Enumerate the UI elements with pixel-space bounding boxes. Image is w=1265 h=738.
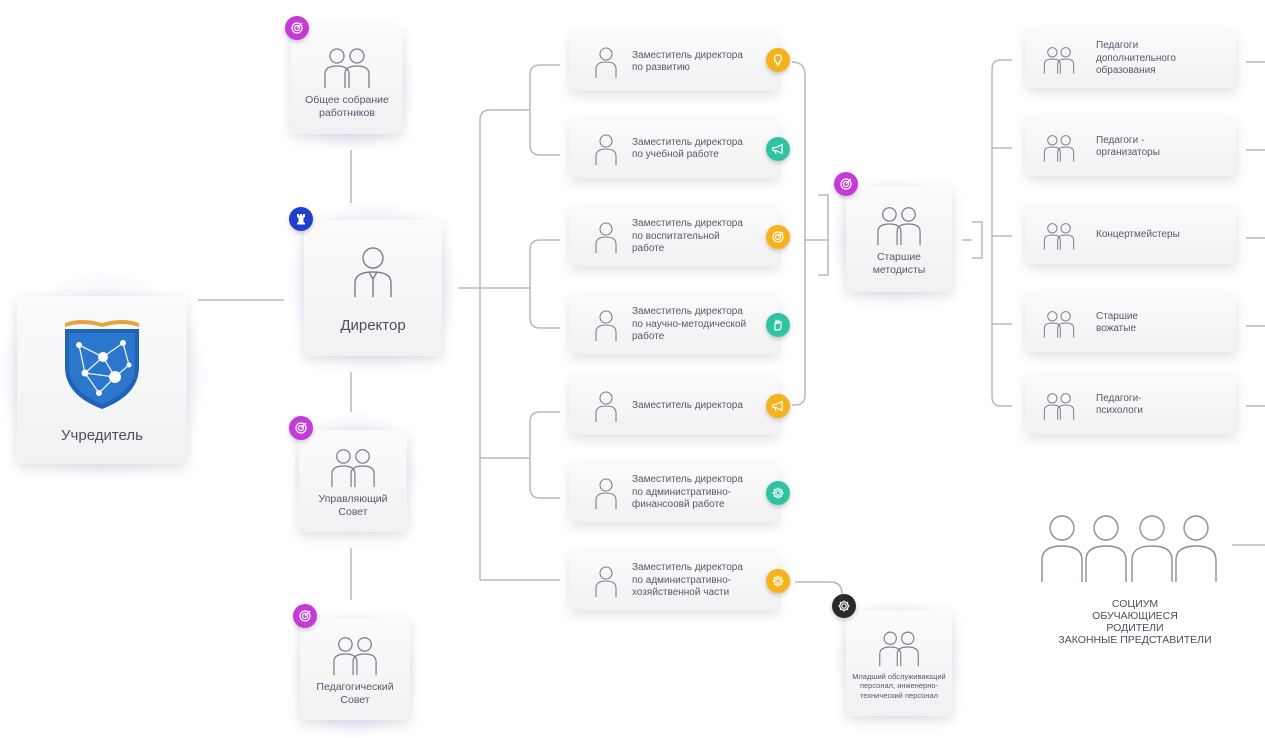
gear-icon [766,481,790,505]
teacher-card-accompanists[interactable]: Концертмейстеры [1026,206,1236,264]
person-icon [595,566,617,597]
gear-icon [832,594,856,618]
two-people-icon [1043,393,1075,420]
person-icon [595,134,617,165]
target-icon [289,416,313,440]
deputy-label: Заместитель директора по научно-методиче… [632,306,747,343]
person-icon [595,478,617,509]
hand-icon [766,313,790,337]
megaphone-icon [766,394,790,418]
director-card[interactable]: Директор [304,220,442,356]
junior-staff-card[interactable]: Младший обслуживающий персонал, инженерн… [846,610,952,716]
deputy-label: Заместитель директора по учебной работе [632,136,743,161]
teacher-card-psychologists[interactable]: Педагоги- психологи [1026,376,1236,434]
target-icon [834,172,858,196]
target-icon [285,16,309,40]
connector-lines [198,59,1265,600]
governing-council-card[interactable]: Управляющий Совет [299,430,407,532]
two-people-icon [879,631,919,666]
shield-logo [65,319,139,409]
teacher-label: Старшие вожатые [1096,310,1138,335]
founder-label: Учредитель [61,426,143,444]
deputy-card-maintenance[interactable]: Заместитель директора по административно… [570,552,778,610]
lightbulb-icon [766,48,790,72]
deputy-label: Заместитель директора [632,399,743,411]
chess-rook-icon [289,207,313,231]
pedagogical-council-card[interactable]: Педагогический Совет [300,618,410,720]
teacher-label: Педагоги- психологи [1096,392,1143,417]
senior-methodists-label: Старшие методисты [872,251,926,276]
deputy-label: Заместитель директора по развитию [632,49,743,74]
two-people-icon [1043,223,1075,250]
community-line: ОБУЧАЮЩИЕСЯ [1092,610,1178,622]
two-people-icon [1043,311,1075,338]
two-people-icon [331,449,375,488]
person-icon [595,222,617,253]
teacher-card-senior-counselors[interactable]: Старшие вожатые [1026,294,1236,352]
community-people-icon [1041,515,1217,582]
two-people-icon [877,207,921,246]
director-label: Директор [340,316,406,334]
senior-methodists-card[interactable]: Старшие методисты [846,186,952,292]
teacher-card-additional-education[interactable]: Педагоги дополнительного образования [1026,30,1236,88]
target-icon [766,225,790,249]
deputy-card-upbringing[interactable]: Заместитель директора по воспитательной … [570,208,778,266]
deputy-label: Заместитель директора по воспитательной … [632,218,743,255]
junior-staff-label: Младший обслуживающий персонал, инженерн… [852,671,946,700]
deputy-card-general[interactable]: Заместитель директора [570,377,778,435]
community-line: ЗАКОННЫЕ ПРЕДСТАВИТЕЛИ [1058,634,1212,646]
governing-council-label: Управляющий Совет [318,493,388,518]
person-icon [595,391,617,422]
teacher-label: Педагоги дополнительного образования [1096,40,1176,77]
general-meeting-card[interactable]: Общее собрание работников [291,28,403,134]
target-icon [293,604,317,628]
deputy-card-science[interactable]: Заместитель директора по научно-методиче… [570,296,778,354]
community-text: СОЦИУМ ОБУЧАЮЩИЕСЯ РОДИТЕЛИ ЗАКОННЫЕ ПРЕ… [1040,598,1230,646]
deputy-card-finance[interactable]: Заместитель директора по административно… [570,464,778,522]
teacher-card-organizers[interactable]: Педагоги - организаторы [1026,118,1236,176]
deputy-label: Заместитель директора по административно… [632,562,743,599]
founder-card[interactable]: Учредитель [17,296,187,464]
pedagogical-council-label: Педагогический Совет [316,681,394,706]
person-icon [354,246,392,297]
teacher-label: Концертмейстеры [1096,228,1180,240]
deputy-label: Заместитель директора по административно… [632,474,743,511]
person-icon [595,310,617,341]
deputy-card-education[interactable]: Заместитель директора по учебной работе [570,120,778,178]
community-line: РОДИТЕЛИ [1106,622,1164,634]
community-line: СОЦИУМ [1111,598,1159,610]
two-people-icon [324,48,370,88]
general-meeting-label: Общее собрание работников [305,94,389,119]
gear-icon [766,569,790,593]
megaphone-icon [766,137,790,161]
two-people-icon [333,637,377,676]
deputy-card-development[interactable]: Заместитель директора по развитию [570,33,778,91]
person-icon [595,47,617,78]
teacher-label: Педагоги - организаторы [1096,134,1160,159]
two-people-icon [1043,47,1075,74]
two-people-icon [1043,135,1075,162]
